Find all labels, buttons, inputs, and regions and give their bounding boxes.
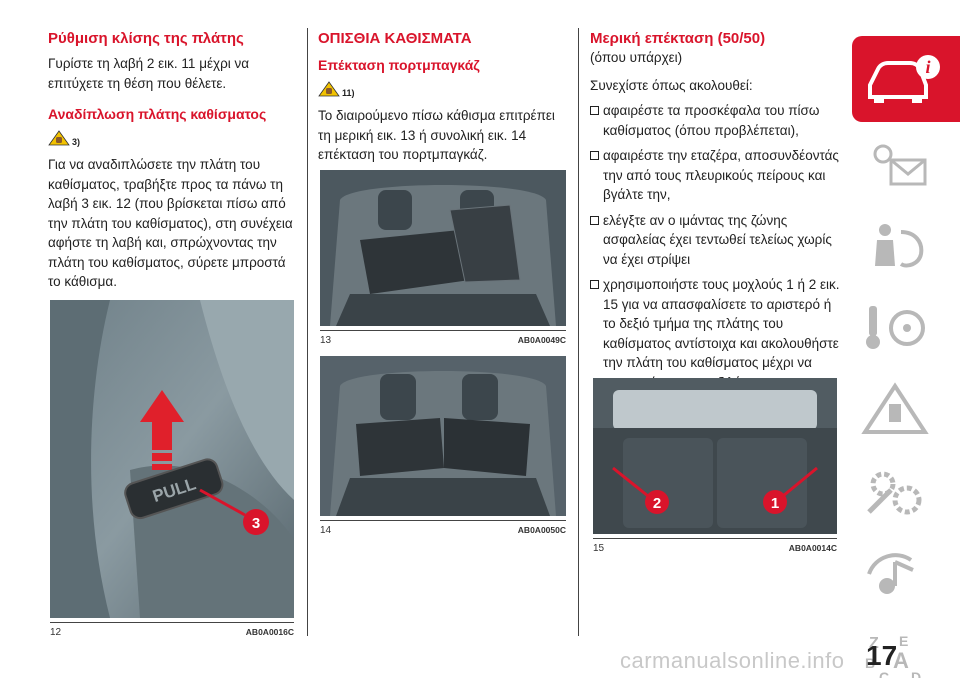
list-item-text: χρησιμοποιήστε τους μοχλούς 1 ή 2 εικ. 1…	[603, 277, 840, 390]
figure-caption: 14 AB0A0050C	[320, 520, 566, 536]
list-item-text: αφαιρέστε την εταζέρα, αποσυνδέοντάς την…	[603, 148, 839, 202]
tab-maintenance[interactable]	[852, 452, 940, 532]
bullet-box-icon	[590, 280, 599, 289]
column-left: Ρύθμιση κλίσης της πλάτης Γυρίστε τη λαβ…	[48, 30, 298, 292]
section-heading: ΟΠΙΣΘΙΑ ΚΑΘΙΣΜΑΤΑ	[318, 30, 472, 47]
column-right: Μερική επέκταση (50/50) (όπου υπάρχει) Σ…	[590, 30, 840, 392]
page-number: 17	[866, 640, 898, 671]
figure-15: 2 1 15 AB0A0014C	[593, 378, 837, 554]
warning-reference: 3)	[48, 129, 298, 147]
section-heading: Ρύθμιση κλίσης της πλάτης	[48, 30, 244, 47]
figure-12: PULL 3 12 AB0A0016C	[50, 300, 294, 638]
figure-caption: 15 AB0A0014C	[593, 538, 837, 554]
figure-number: 13	[320, 335, 332, 346]
section-heading: Αναδίπλωση πλάτης καθίσματος	[48, 106, 267, 122]
trunk-full-extension-illustration	[320, 356, 566, 516]
key-steering-icon	[866, 306, 925, 349]
list-item: ελέγξτε αν ο ιμάντας της ζώνης ασφαλείας…	[590, 211, 840, 270]
bullet-box-icon	[590, 215, 599, 225]
svg-text:Z: Z	[869, 635, 879, 652]
tab-index[interactable]: Z E B A C D	[852, 616, 940, 678]
svg-text:C: C	[879, 669, 889, 678]
paragraph: Συνεχίστε όπως ακολουθεί:	[590, 77, 753, 93]
section-heading: Επέκταση πορτμπαγκάζ	[318, 57, 480, 73]
rear-seat-levers-illustration: 2 1	[593, 378, 837, 534]
list-item: χρησιμοποιήστε τους μοχλούς 1 ή 2 εικ. 1…	[590, 275, 840, 392]
svg-text:E: E	[899, 633, 908, 649]
list-item-text: αφαιρέστε τα προσκέφαλα του πίσω καθίσμα…	[603, 103, 820, 138]
callout-number: 1	[771, 495, 779, 512]
column-divider	[578, 28, 579, 636]
list-item: αφαιρέστε τα προσκέφαλα του πίσω καθίσμα…	[590, 101, 840, 140]
bullet-box-icon	[590, 106, 599, 115]
svg-text:A: A	[893, 648, 909, 673]
svg-text:B: B	[865, 655, 875, 671]
svg-text:i: i	[925, 57, 930, 77]
heading-note: (όπου υπάρχει)	[590, 50, 683, 65]
paragraph: Το διαιρούμενο πίσω κάθισμα επιτρέπει τη…	[318, 108, 555, 162]
paragraph: Γυρίστε τη λαβή 2 εικ. 11 μέχρι να επιτύ…	[48, 56, 250, 91]
figure-number: 15	[593, 543, 605, 554]
car-info-icon: i	[868, 55, 940, 103]
tab-lights[interactable]	[852, 124, 940, 204]
column-middle: ΟΠΙΣΘΙΑ ΚΑΘΙΣΜΑΤΑ Επέκταση πορτμπαγκάζ 1…	[318, 30, 568, 165]
figure-number: 14	[320, 525, 332, 536]
figure-13: 13 AB0A0049C	[320, 170, 566, 346]
tab-safety[interactable]	[852, 206, 940, 286]
figure-caption: 12 AB0A0016C	[50, 622, 294, 638]
column-divider	[307, 28, 308, 636]
warning-hand-icon	[48, 130, 70, 146]
wrench-gears-icon	[867, 471, 922, 515]
figure-code: AB0A0050C	[517, 525, 566, 535]
warning-triangle-icon	[861, 382, 929, 434]
media-music-icon	[867, 553, 914, 594]
warning-number: 3)	[72, 137, 81, 147]
figure-code: AB0A0014C	[788, 543, 837, 553]
warning-hand-icon	[318, 81, 340, 97]
tab-emergency[interactable]	[852, 370, 940, 450]
bullet-box-icon	[590, 151, 599, 160]
watermark: carmanualsonline.info	[620, 648, 845, 673]
svg-text:D: D	[911, 669, 921, 678]
tab-multimedia[interactable]	[852, 534, 940, 614]
callout-number: 2	[653, 495, 661, 512]
trunk-partial-extension-illustration	[320, 170, 566, 326]
figure-code: AB0A0049C	[517, 335, 566, 345]
tab-driving[interactable]	[852, 288, 940, 368]
alphabet-index-icon: Z E B A C D	[865, 633, 921, 678]
warning-number: 11)	[342, 88, 355, 98]
callout-number: 3	[252, 515, 260, 532]
warning-reference: 11)	[318, 80, 568, 98]
paragraph: Για να αναδιπλώσετε την πλάτη του καθίσμ…	[48, 157, 293, 289]
seatbelt-airbag-icon	[875, 224, 924, 268]
section-heading: Μερική επέκταση (50/50)	[590, 30, 766, 47]
figure-code: AB0A0016C	[245, 627, 294, 637]
list-item-text: ελέγξτε αν ο ιμάντας της ζώνης ασφαλείας…	[603, 212, 832, 267]
seat-pull-handle-illustration: PULL 3	[50, 300, 294, 618]
tab-car-info[interactable]: i	[852, 36, 960, 122]
chapter-tabs: i	[852, 36, 960, 678]
figure-14: 14 AB0A0050C	[320, 356, 566, 536]
list-item: αφαιρέστε την εταζέρα, αποσυνδέοντάς την…	[590, 146, 840, 205]
lights-message-icon	[873, 144, 927, 186]
figure-caption: 13 AB0A0049C	[320, 330, 566, 346]
figure-number: 12	[50, 627, 62, 638]
